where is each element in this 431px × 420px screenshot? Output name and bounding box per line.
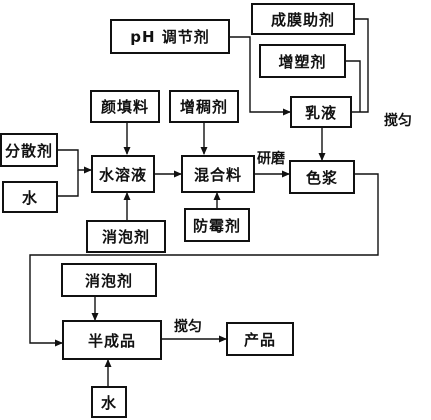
label-yanmo: 研磨 — [257, 151, 285, 167]
node-fensanji: 分散剂 — [0, 133, 58, 167]
node-yantianliao: 颜填料 — [90, 90, 160, 123]
node-hunheliao: 混合料 — [181, 155, 255, 193]
node-ruye: 乳液 — [290, 96, 352, 128]
node-ph-adjuster: pH 调节剂 — [110, 19, 230, 54]
node-fangmeiji: 防霉剂 — [184, 208, 250, 242]
node-chanpin: 产品 — [226, 322, 294, 356]
node-xiaopaoji-1: 消泡剂 — [86, 220, 166, 253]
node-banchengpin: 半成品 — [62, 320, 162, 360]
node-shuirongye: 水溶液 — [91, 155, 155, 193]
label-jiaoyun-2: 搅匀 — [174, 319, 202, 335]
node-sejiang: 色浆 — [289, 160, 355, 194]
node-zengchouji: 增稠剂 — [169, 90, 239, 123]
node-zengsuji: 增塑剂 — [259, 44, 346, 78]
node-chengmozhuji: 成膜助剂 — [251, 3, 355, 35]
node-shui-2: 水 — [91, 386, 127, 418]
node-shui-1: 水 — [2, 181, 58, 213]
label-jiaoyun-1: 搅匀 — [384, 113, 412, 129]
node-xiaopaoji-2: 消泡剂 — [61, 263, 157, 297]
